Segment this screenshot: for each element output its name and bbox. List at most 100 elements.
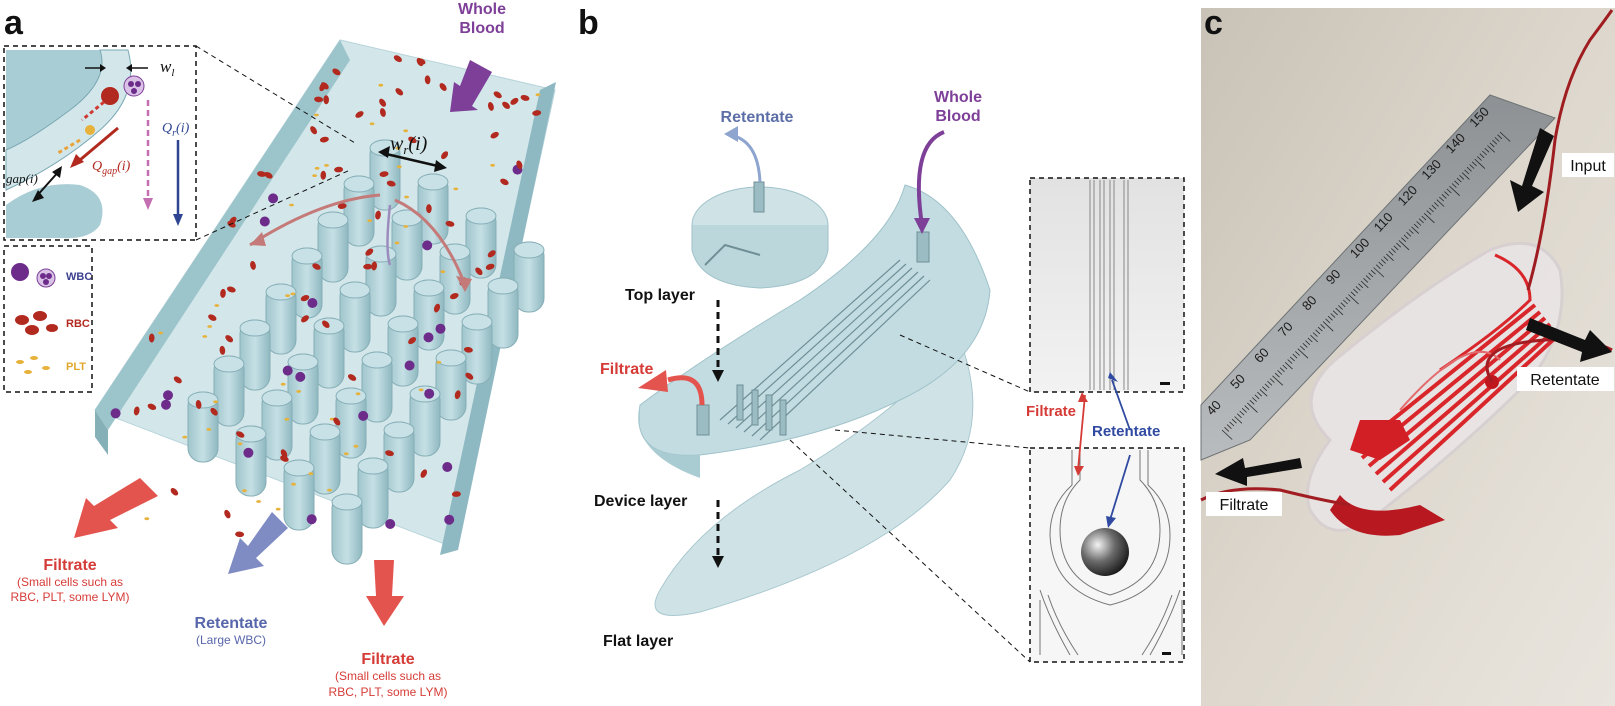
pillar [357, 457, 389, 529]
wbc-icon [11, 263, 29, 281]
wbc-cell [268, 193, 279, 204]
gap-label: gap(i) [6, 171, 38, 186]
pillar [361, 351, 393, 423]
pillar [413, 279, 445, 351]
ruler-tick [1393, 245, 1399, 251]
wbc-cell [306, 514, 317, 525]
plt-cell [403, 225, 409, 228]
ruler-tick [1262, 386, 1268, 391]
rbc-cell [420, 469, 428, 478]
ruler-tick [1257, 391, 1263, 397]
ruler-tick [1272, 375, 1284, 386]
plt-cell [353, 444, 359, 448]
rbc-cell [147, 403, 157, 410]
pillar [435, 349, 467, 421]
rbc-cell [257, 171, 267, 177]
wr-label: wr(i) [390, 133, 428, 157]
rbc-cell [371, 261, 378, 271]
plt-cell [324, 164, 329, 167]
wbc-cell [307, 298, 318, 308]
ruler-tick [1239, 410, 1245, 416]
rbc-cell [334, 166, 344, 173]
ruler-tick [1305, 340, 1311, 345]
ruler-tick [1464, 169, 1470, 175]
rbc-cell [441, 151, 449, 160]
pillar [513, 241, 545, 313]
filtrate-right-title: Filtrate [361, 651, 414, 668]
ruler-tick [1386, 253, 1394, 261]
ruler-tick [1252, 397, 1257, 402]
rbc-cell [355, 111, 364, 118]
ruler-tick [1373, 267, 1385, 278]
rbc-cell [225, 335, 234, 343]
retentate-b-label: Retentate [721, 109, 794, 126]
ruler-tick [1241, 408, 1247, 413]
rbc-cell [379, 98, 387, 107]
ruler-tick [1249, 399, 1255, 405]
ruler-tick [1459, 175, 1465, 180]
rbc-cell [365, 248, 374, 256]
rbc-cell [226, 286, 236, 293]
ruler-tick [1295, 351, 1300, 356]
ruler-tick [1282, 364, 1288, 370]
device-layer-label: Device layer [594, 493, 687, 510]
micro-filtrate-label: Filtrate [1026, 403, 1076, 420]
ruler-tick [1477, 156, 1482, 161]
rbc-cell [319, 136, 329, 143]
rbc-cell [250, 260, 256, 270]
plt-cell [403, 129, 409, 133]
plt-cell [312, 174, 317, 178]
rbc-cell [235, 531, 245, 538]
plt-cell [378, 83, 384, 87]
rbc-cell [424, 75, 431, 85]
rbc-cell [195, 400, 202, 409]
rbc-cell [220, 288, 226, 298]
flow-arrow-right [394, 198, 467, 286]
whole-blood-b-arrow [916, 130, 945, 226]
rbc-cell [312, 263, 321, 270]
ruler-tick [1353, 288, 1359, 294]
rbc-cell [502, 101, 510, 109]
pillar [187, 391, 219, 463]
bead [1081, 528, 1129, 576]
micro-retentate-label: Retentate [1092, 423, 1160, 440]
ruler-tick [1224, 427, 1230, 432]
ruler-tick [1236, 413, 1242, 419]
plt-cell [308, 472, 314, 476]
wbc-cell [110, 408, 121, 419]
rbc-cell [133, 406, 140, 416]
pillar [283, 459, 315, 531]
ruler-tick [1436, 199, 1445, 207]
ruler-tick [1406, 231, 1412, 237]
retentate-a-line1: (Large WBC) [196, 633, 266, 647]
pillar [287, 353, 319, 425]
plt-cell [314, 166, 320, 170]
rbc-cell [487, 250, 496, 258]
ruler-tick [1284, 362, 1293, 370]
rbc-cell [347, 374, 357, 381]
ruler-tick [1446, 188, 1452, 194]
micro-filtrate-arrow [1077, 394, 1086, 471]
ruler-tick [1441, 194, 1447, 199]
wbc-cell [243, 447, 254, 458]
rbc-cell [487, 101, 494, 111]
pillar [383, 421, 415, 493]
inset-rbc [101, 87, 119, 105]
inset-leader-top [195, 45, 356, 144]
input-tubing [1526, 9, 1614, 291]
rbc-cell [395, 88, 404, 96]
rbc-cell [449, 293, 459, 300]
pillar [309, 423, 341, 495]
ruler-tick [1479, 153, 1485, 159]
ruler-tick [1312, 332, 1318, 337]
flat-layer-shape [654, 339, 974, 616]
ruler-tick [1254, 394, 1260, 400]
ruler-tick [1411, 226, 1420, 234]
ruler-tick [1492, 139, 1498, 145]
rbc-cell [439, 83, 447, 91]
rbc-cell [451, 491, 461, 497]
rbc-cell [475, 267, 483, 276]
